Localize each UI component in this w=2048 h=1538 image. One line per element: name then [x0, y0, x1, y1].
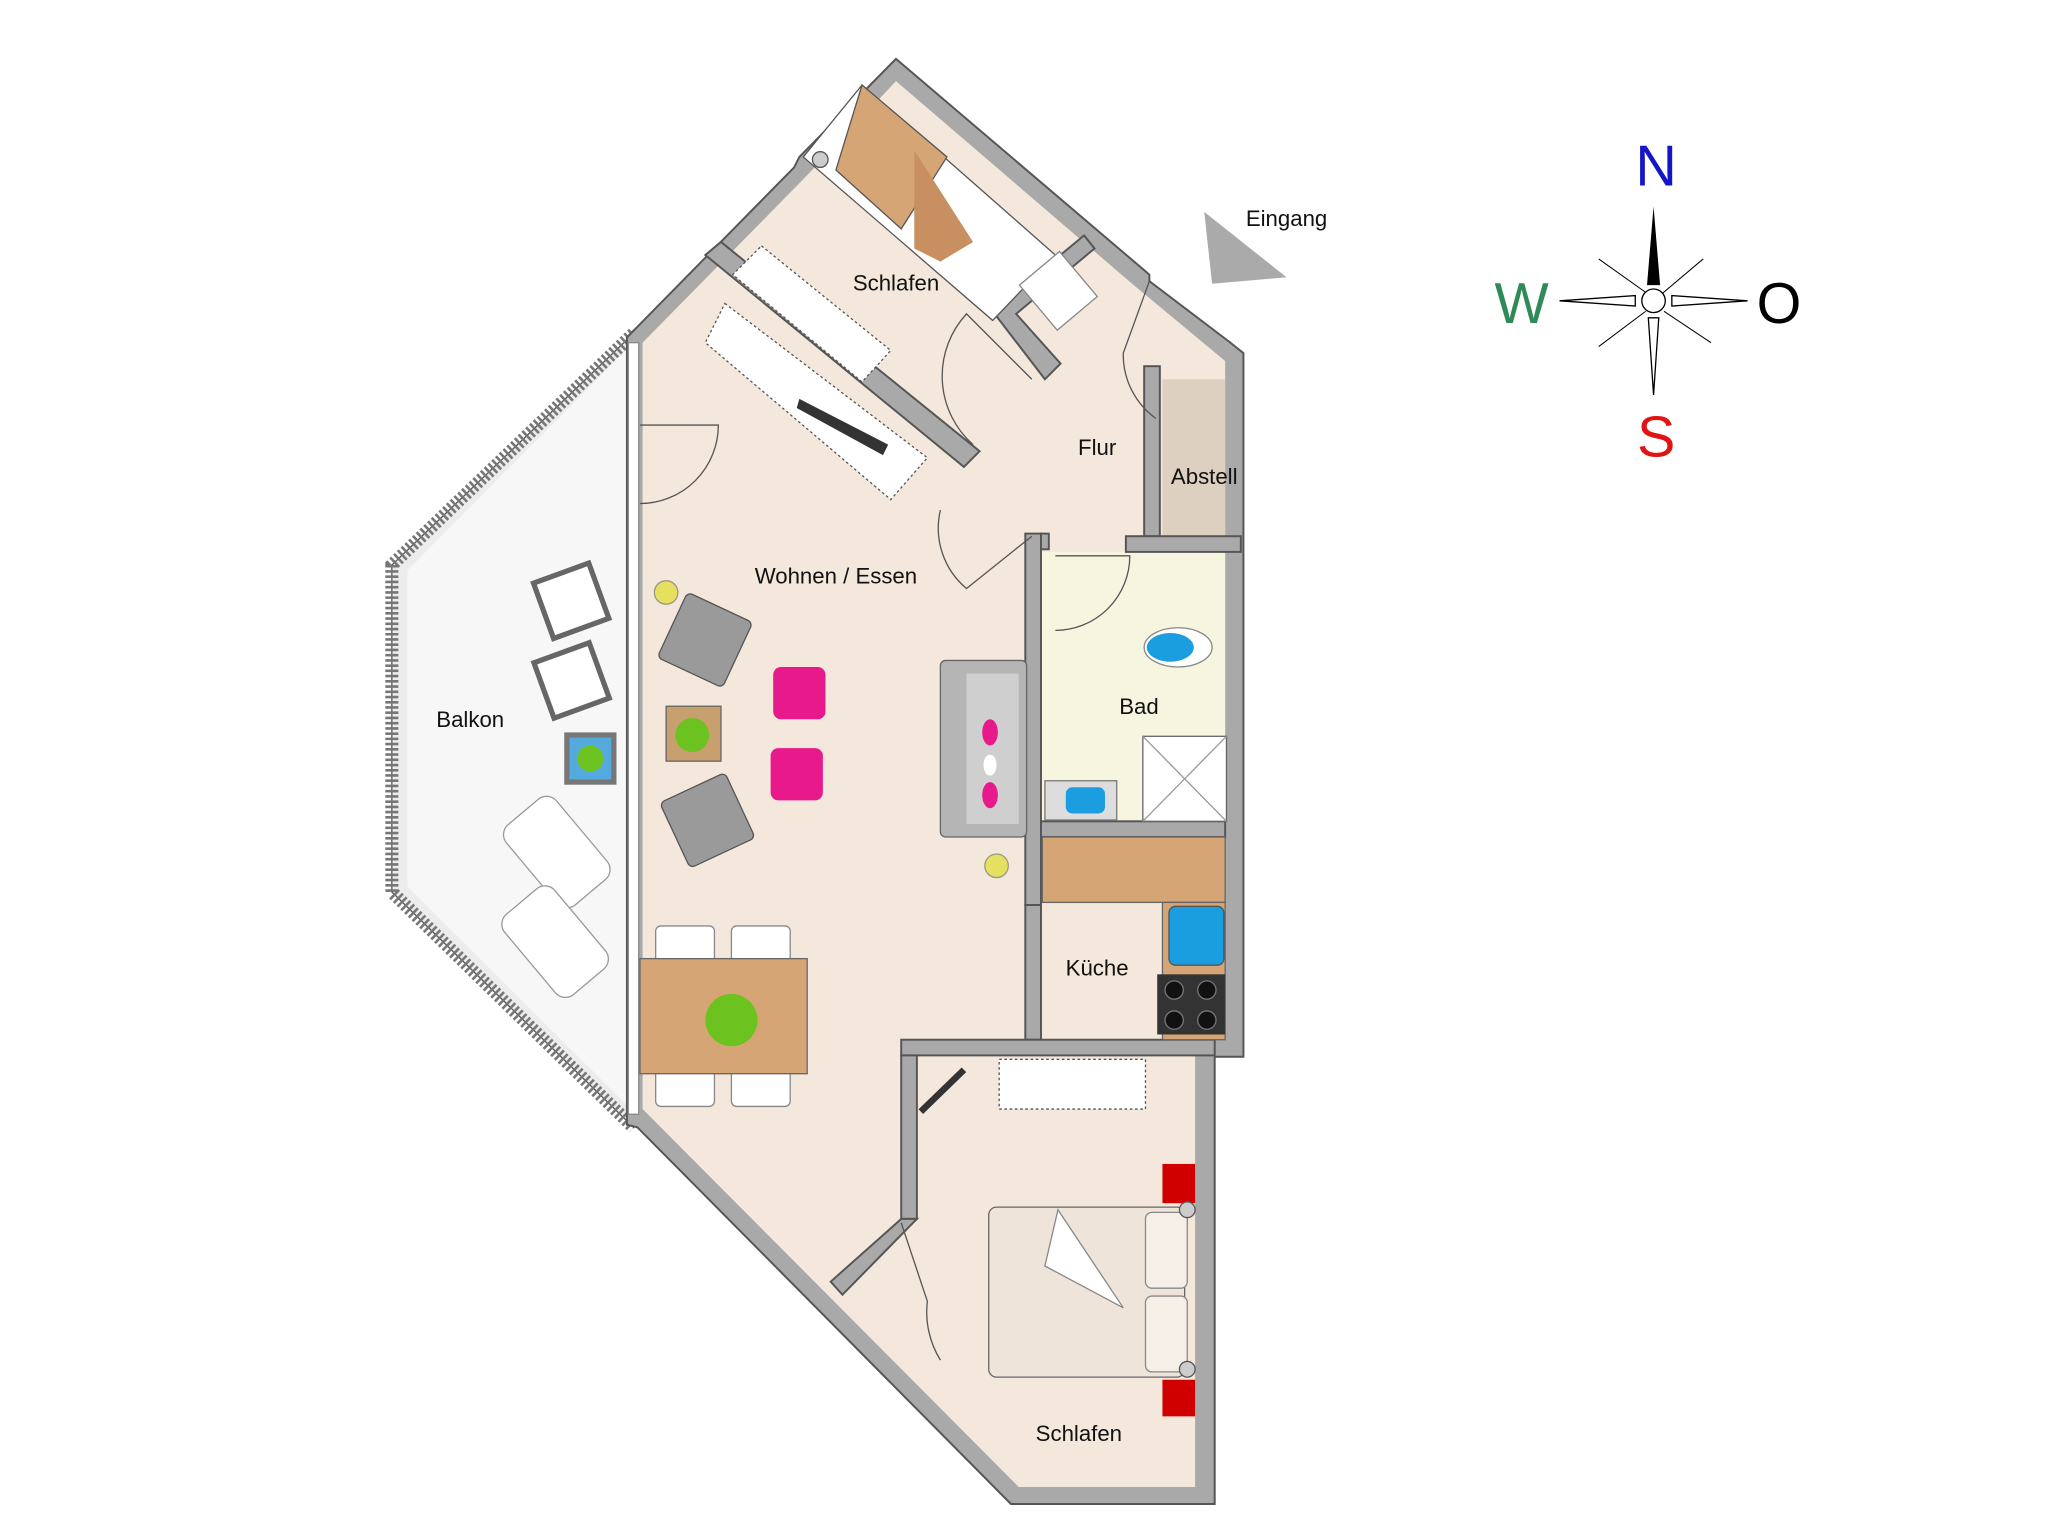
- plant-icon: [705, 993, 758, 1047]
- sun-lounger: [502, 795, 611, 909]
- doors: [639, 280, 1157, 1361]
- entrance-label: Eingang: [1246, 206, 1327, 231]
- room-label-wohnen-essen: Wohnen / Essen: [755, 563, 917, 588]
- plant-icon: [577, 745, 604, 772]
- bed-south: [988, 1206, 1188, 1378]
- abstell-floor: [1162, 379, 1226, 537]
- compass-west: W: [1495, 272, 1550, 336]
- radiator: [1162, 1379, 1196, 1417]
- room-label-schlafen-south: Schlafen: [1036, 1421, 1122, 1446]
- plant-icon: [675, 717, 710, 752]
- stove-icon: [1157, 974, 1226, 1035]
- entrance-arrow-icon: [1204, 211, 1287, 284]
- compass-south: S: [1637, 405, 1675, 469]
- room-label-kueche: Küche: [1066, 956, 1129, 981]
- compass-north: N: [1635, 135, 1677, 199]
- floor-lamp-icon: [984, 853, 1009, 879]
- balcony-chair: [530, 639, 613, 722]
- lamp-icon: [1178, 1201, 1196, 1219]
- room-label-abstell: Abstell: [1171, 464, 1238, 489]
- apartment-floor: [642, 81, 1226, 1487]
- room-label-schlafen-north: Schlafen: [853, 270, 939, 295]
- sun-lounger: [501, 885, 610, 999]
- toilet-bowl: [1146, 632, 1194, 662]
- compass-east: O: [1757, 272, 1802, 336]
- tv-icon: [796, 398, 889, 456]
- bed-north: [802, 83, 1057, 322]
- sideboard: [998, 1058, 1147, 1110]
- lamp-icon: [1178, 1360, 1196, 1378]
- armchair: [658, 593, 752, 687]
- balcony-chair: [530, 559, 613, 642]
- wardrobe-schlafen: [704, 244, 929, 501]
- lamp-icon: [811, 151, 829, 169]
- sink-basin: [1065, 787, 1105, 814]
- dining-table: [639, 925, 808, 1108]
- armchair: [660, 773, 755, 868]
- radiator: [1162, 1163, 1196, 1204]
- ottoman-pink: [773, 666, 826, 720]
- room-label-bad: Bad: [1119, 694, 1158, 719]
- tv-icon: [918, 1067, 967, 1114]
- room-label-flur: Flur: [1078, 435, 1117, 460]
- ottoman-pink: [770, 748, 823, 801]
- compass-rose-icon: [1559, 206, 1748, 396]
- wardrobe-flur: [1018, 250, 1099, 332]
- kitchen-counter: [1041, 836, 1226, 904]
- floor-lamp-icon: [653, 580, 679, 605]
- sofa: [939, 659, 1028, 838]
- balkon-area: [385, 328, 639, 1133]
- room-label-balkon: Balkon: [436, 707, 504, 732]
- shower-lines: [1142, 735, 1227, 822]
- kitchen-sink: [1168, 905, 1225, 966]
